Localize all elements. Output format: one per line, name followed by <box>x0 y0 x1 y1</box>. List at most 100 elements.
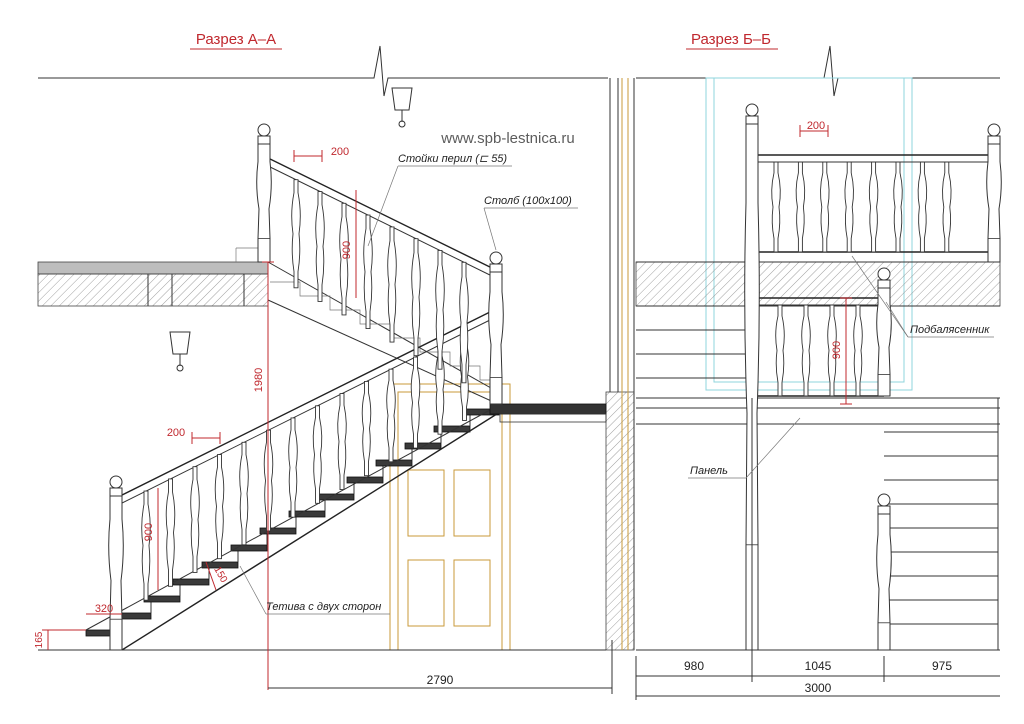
svg-text:200: 200 <box>167 427 185 439</box>
label-sub-baluster: Подбалясенник <box>851 255 994 338</box>
lower-handrail <box>111 309 495 509</box>
baluster <box>339 202 349 316</box>
svg-text:3000: 3000 <box>805 681 832 695</box>
left-newel-posts <box>108 123 504 651</box>
tread <box>288 510 326 518</box>
baluster <box>312 405 323 504</box>
baluster <box>893 161 903 253</box>
tread <box>259 527 297 535</box>
baluster <box>435 250 445 370</box>
svg-text:1045: 1045 <box>805 659 832 673</box>
wall-lamp-upper-icon <box>391 87 413 128</box>
svg-text:Столб (100х100): Столб (100х100) <box>484 195 572 207</box>
dim-left-spacing-bottom: 200 <box>167 427 221 444</box>
svg-text:Стойки перил (⊏ 55): Стойки перил (⊏ 55) <box>398 153 507 165</box>
newel-post <box>256 123 272 263</box>
lower-flight-steps <box>85 392 500 637</box>
baluster <box>288 417 298 518</box>
tread <box>346 476 384 484</box>
upper-floor-slab <box>37 247 269 307</box>
svg-text:320: 320 <box>95 603 113 615</box>
watermark-url: www.spb-lestnica.ru <box>440 130 574 147</box>
svg-text:2790: 2790 <box>427 673 454 687</box>
dim-first-riser: 165 <box>34 629 86 650</box>
baluster <box>361 380 372 477</box>
tread <box>230 544 268 552</box>
newel-post <box>488 251 504 405</box>
baluster <box>165 478 176 587</box>
baluster <box>214 454 225 560</box>
dim-left-rail-lower: 900 <box>143 488 159 590</box>
svg-text:1980: 1980 <box>253 368 265 392</box>
baluster <box>853 304 863 397</box>
svg-text:Панель: Панель <box>690 465 728 477</box>
baluster <box>387 226 397 343</box>
baluster <box>820 161 830 253</box>
tread <box>201 561 239 569</box>
ceiling-line-right <box>636 45 1000 97</box>
right-lower-rail <box>752 297 884 397</box>
newel-post <box>986 123 1002 263</box>
label-stringer: Тетива с двух сторон <box>239 565 390 615</box>
svg-text:980: 980 <box>684 659 704 673</box>
baluster <box>827 304 837 397</box>
baluster <box>801 304 811 397</box>
baluster <box>141 490 151 601</box>
tread <box>317 493 355 501</box>
svg-text:Подбалясенник: Подбалясенник <box>910 324 990 336</box>
baluster <box>917 161 928 253</box>
baluster <box>410 356 421 449</box>
newel-post <box>876 267 892 397</box>
door-under-stairs <box>389 383 511 651</box>
dim-right-spacing-top: 200 <box>799 120 829 137</box>
dim-right-total: 3000 <box>636 681 1000 697</box>
dim-left-rail-upper: 900 <box>341 190 357 298</box>
baluster <box>386 368 396 463</box>
right-lower-balusters <box>775 304 863 397</box>
dim-left-spacing-top: 200 <box>293 146 349 162</box>
lower-stringer <box>85 409 501 651</box>
baluster <box>459 261 469 384</box>
newel-post <box>108 475 124 651</box>
baluster <box>315 191 325 302</box>
baluster <box>239 441 249 546</box>
right-lower-steps <box>884 398 999 650</box>
dim-left-floor-height: 1980 <box>253 261 274 690</box>
label-newel: Столб (100х100) <box>483 195 578 251</box>
dim-left-total: 2790 <box>268 640 613 694</box>
tread <box>375 459 413 467</box>
upper-gallery-floor <box>635 261 1001 307</box>
baluster <box>337 393 347 490</box>
svg-text:900: 900 <box>341 241 353 259</box>
newel-post <box>876 493 892 651</box>
svg-text:975: 975 <box>932 659 952 673</box>
section-title-b: Разрез Б–Б <box>691 31 771 48</box>
tread <box>172 578 210 586</box>
wall-lamp-lower-icon <box>169 331 191 372</box>
baluster <box>190 466 200 573</box>
upper-handrail <box>263 155 497 279</box>
tread <box>433 425 471 433</box>
upper-balusters <box>291 179 469 384</box>
baluster <box>844 161 854 253</box>
label-panel: Панель <box>688 417 801 479</box>
svg-text:Тетива с двух сторон: Тетива с двух сторон <box>266 601 381 613</box>
right-stair-flight <box>636 305 1000 425</box>
baluster <box>775 304 785 397</box>
dim-right-rail-height: 900 <box>831 297 852 405</box>
label-balusters: Стойки перил (⊏ 55) <box>367 153 512 247</box>
tread <box>143 595 181 603</box>
dim-tread-depth: 320 <box>86 603 122 615</box>
svg-text:900: 900 <box>831 341 843 359</box>
dim-right-segments: 980 1045 975 <box>635 656 1000 700</box>
baluster <box>363 214 373 329</box>
section-title-a: Разрез А–А <box>196 31 276 48</box>
right-upper-balusters <box>771 161 952 253</box>
ceiling-line-left <box>38 45 608 97</box>
baluster <box>411 238 421 357</box>
svg-text:200: 200 <box>807 120 825 132</box>
svg-text:200: 200 <box>331 146 349 158</box>
center-wall <box>605 78 635 651</box>
baluster <box>291 179 301 289</box>
